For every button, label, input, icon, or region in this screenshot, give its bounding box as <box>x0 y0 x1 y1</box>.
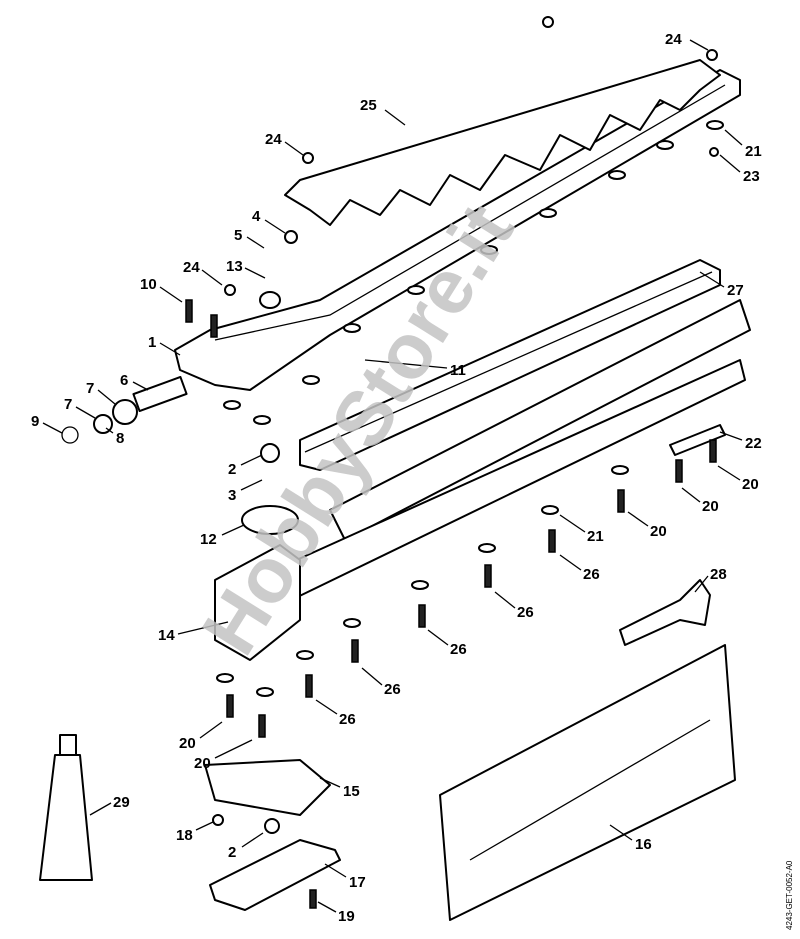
label-11: 11 <box>450 362 466 379</box>
plate <box>669 424 726 456</box>
label-2: 2 <box>228 461 236 478</box>
label-27: 27 <box>727 282 744 299</box>
label-26: 26 <box>583 566 600 583</box>
grease-tube <box>39 754 93 881</box>
label-15: 15 <box>343 783 360 800</box>
label-24: 24 <box>265 131 282 148</box>
gasket <box>204 759 331 816</box>
label-20: 20 <box>179 735 196 752</box>
label-29: 29 <box>113 794 130 811</box>
drive-shaft <box>132 375 188 413</box>
washers-and-nuts <box>212 16 724 834</box>
label-24: 24 <box>183 259 200 276</box>
label-24: 24 <box>665 31 682 48</box>
label-21: 21 <box>587 528 604 545</box>
label-7: 7 <box>64 396 72 413</box>
label-22: 22 <box>745 435 762 452</box>
label-13: 13 <box>226 258 243 275</box>
label-28: 28 <box>710 566 727 583</box>
label-1: 1 <box>148 334 156 351</box>
cam-gear <box>241 505 299 535</box>
needle-bearing <box>260 443 280 463</box>
blade-guard <box>284 59 721 226</box>
label-6: 6 <box>120 372 128 389</box>
label-26: 26 <box>450 641 467 658</box>
upper-blade <box>329 299 751 541</box>
screws <box>185 299 717 909</box>
label-19: 19 <box>338 908 355 925</box>
label-3: 3 <box>228 487 236 504</box>
gear-housing-bar <box>174 69 741 391</box>
label-12: 12 <box>200 531 217 548</box>
label-2: 2 <box>228 844 236 861</box>
label-25: 25 <box>360 97 377 114</box>
label-26: 26 <box>384 681 401 698</box>
label-10: 10 <box>140 276 157 293</box>
label-9: 9 <box>31 413 39 430</box>
label-16: 16 <box>635 836 652 853</box>
label-7: 7 <box>86 380 94 397</box>
label-20: 20 <box>650 523 667 540</box>
part-number-labels: 24 25 24 21 23 4 5 13 24 10 27 1 11 6 7 … <box>31 31 762 925</box>
leader-lines <box>42 39 743 913</box>
label-8: 8 <box>116 430 124 447</box>
circlip <box>61 426 79 444</box>
label-21: 21 <box>745 143 762 160</box>
label-26: 26 <box>339 711 356 728</box>
tube-cap <box>59 734 77 756</box>
lower-blade-body <box>214 544 301 661</box>
label-26: 26 <box>517 604 534 621</box>
label-20: 20 <box>702 498 719 515</box>
label-20: 20 <box>194 755 211 772</box>
label-18: 18 <box>176 827 193 844</box>
label-4: 4 <box>252 208 261 225</box>
label-20: 20 <box>742 476 759 493</box>
ball-bearing <box>112 399 138 425</box>
label-23: 23 <box>743 168 760 185</box>
scabbard <box>439 644 736 921</box>
drawing-code: 4243-GET-0052-A0 <box>785 860 794 930</box>
bush <box>259 291 281 309</box>
label-5: 5 <box>234 227 242 244</box>
label-14: 14 <box>158 627 175 644</box>
gear-cover <box>209 839 341 911</box>
label-17: 17 <box>349 874 366 891</box>
blade-protector <box>619 579 711 646</box>
